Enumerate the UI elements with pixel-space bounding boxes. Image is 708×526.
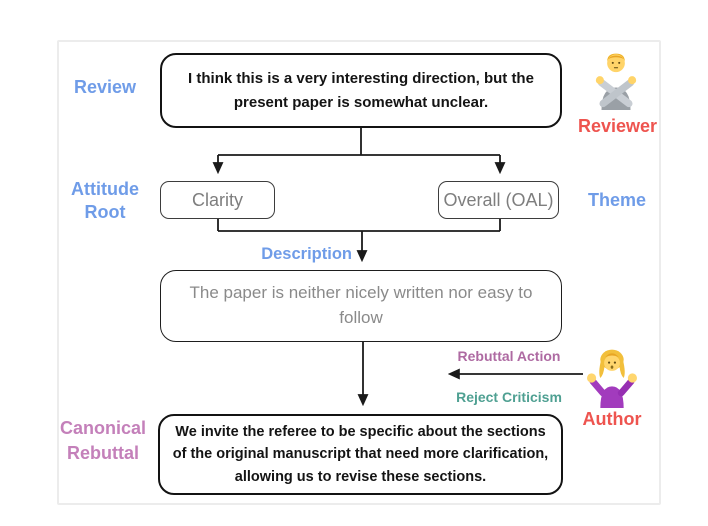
review-node: I think this is a very interesting direc… <box>160 53 562 128</box>
theme-label: Theme <box>587 190 647 210</box>
reject-criticism-label: Reject Criticism <box>456 389 562 405</box>
canonical-rebuttal-node: We invite the referee to be specific abo… <box>158 414 563 495</box>
attitude-root-node: Clarity <box>160 181 275 219</box>
description-node: The paper is neither nicely written nor … <box>160 270 562 342</box>
person-gesturing-no-emoji <box>595 53 637 110</box>
reviewer-label: Reviewer <box>577 116 658 136</box>
attitude-root-label: Attitude Root <box>71 179 139 222</box>
woman-shrugging-emoji <box>587 349 637 408</box>
author-label: Author <box>582 409 642 429</box>
canonical-rebuttal-label: Canonical Rebuttal <box>59 418 147 463</box>
description-label: Description <box>261 245 352 263</box>
rebuttal-action-label: Rebuttal Action <box>457 348 561 364</box>
theme-node: Overall (OAL) <box>438 181 559 219</box>
review-label: Review <box>73 77 137 97</box>
